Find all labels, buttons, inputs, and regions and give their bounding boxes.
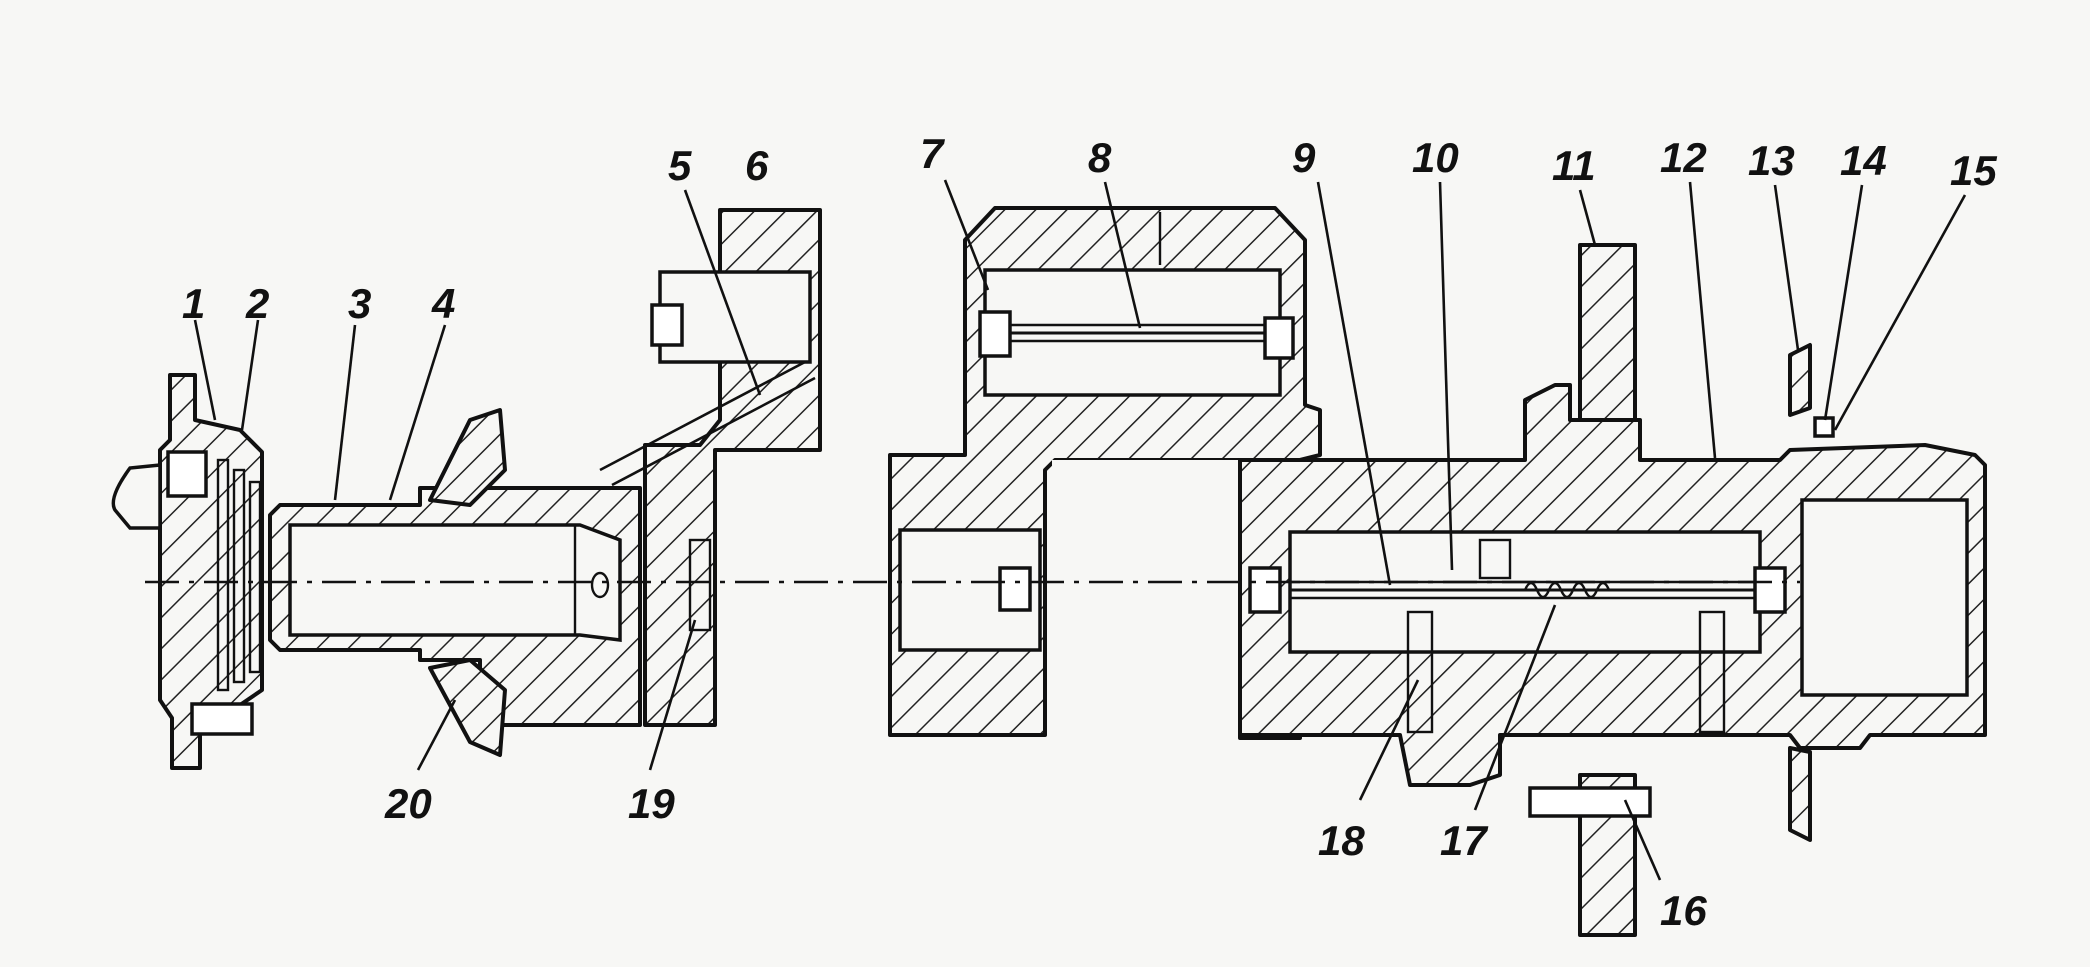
spring-coil xyxy=(1523,581,1611,599)
callout-2: 2 xyxy=(245,280,269,327)
callout-8: 8 xyxy=(1088,134,1112,181)
seal-ring-c xyxy=(248,480,262,674)
journal-plug-nut xyxy=(998,566,1032,612)
oil-hole xyxy=(590,571,610,599)
leader-15 xyxy=(1833,194,1967,431)
callout-1: 1 xyxy=(182,280,205,327)
callout-15: 15 xyxy=(1950,147,1997,194)
oblique-oil-drill-2 xyxy=(611,376,816,487)
flange-bore xyxy=(1800,498,1969,697)
thrust-washer-lower xyxy=(428,658,507,757)
crankpin-plug-nut-left xyxy=(978,310,1012,358)
callout-3: 3 xyxy=(348,280,371,327)
valve-seat xyxy=(1478,538,1512,580)
leader-13 xyxy=(1773,184,1800,351)
flange-plate xyxy=(1788,343,1812,417)
plug-bolt-left xyxy=(650,303,684,347)
callout-20: 20 xyxy=(384,780,432,827)
callout-18: 18 xyxy=(1318,817,1365,864)
callout-11: 11 xyxy=(1552,142,1596,189)
oblique-oil-drill xyxy=(599,360,806,472)
leader-17 xyxy=(1473,604,1557,811)
rear-plug-nut-left xyxy=(1248,566,1282,614)
leader-19 xyxy=(648,619,697,771)
radial-drill-18 xyxy=(1406,610,1434,734)
leader-4 xyxy=(388,324,447,501)
throw-gap xyxy=(1052,460,1238,480)
rear-plug-nut-right xyxy=(1753,566,1787,614)
leader-5 xyxy=(683,189,762,396)
gear-bolt xyxy=(1528,786,1652,818)
pulley-bolt-bottom xyxy=(190,702,254,736)
seal-ring-b xyxy=(232,468,246,684)
front-end-assembly xyxy=(111,208,822,770)
callout-9: 9 xyxy=(1292,134,1316,181)
radial-drill-right xyxy=(1698,610,1726,734)
leader-14 xyxy=(1823,184,1864,421)
callout-14: 14 xyxy=(1840,137,1887,184)
rear-end-assembly xyxy=(1238,243,1987,937)
leader-20 xyxy=(416,699,457,771)
leader-2 xyxy=(240,319,260,431)
callout-16: 16 xyxy=(1660,887,1707,934)
leader-18 xyxy=(1358,679,1420,801)
callout-10: 10 xyxy=(1412,134,1459,181)
web-plug-19 xyxy=(688,538,712,632)
leader-8 xyxy=(1103,181,1142,329)
callout-6: 6 xyxy=(745,142,769,189)
seal-ring-a xyxy=(216,458,230,692)
pulley-bolt-top xyxy=(166,450,208,498)
leader-3 xyxy=(333,324,357,501)
web-oil-channel xyxy=(658,270,812,364)
leader-12 xyxy=(1688,181,1717,459)
leader-10 xyxy=(1438,181,1454,571)
flange-bolt-14 xyxy=(1813,416,1835,438)
crank-throw xyxy=(888,206,1322,740)
callout-5: 5 xyxy=(668,142,692,189)
callout-13: 13 xyxy=(1748,137,1795,184)
callout-labels: 1 2 3 4 5 6 7 8 9 10 11 12 13 14 15 16 1… xyxy=(182,130,1997,934)
leader-9 xyxy=(1316,181,1392,586)
crankpin-plug-nut-right xyxy=(1263,316,1295,360)
leader-7 xyxy=(943,179,990,291)
crank-nose-cap xyxy=(111,463,162,530)
leader-11 xyxy=(1578,189,1597,246)
leader-1 xyxy=(193,319,217,421)
callout-19: 19 xyxy=(628,780,675,827)
callout-17: 17 xyxy=(1440,817,1488,864)
callout-4: 4 xyxy=(431,280,455,327)
flange-plate-lower xyxy=(1788,746,1812,842)
timing-gear-top xyxy=(1578,243,1637,422)
rear-journal-bore xyxy=(1288,530,1762,654)
callout-12: 12 xyxy=(1660,134,1707,181)
callout-7: 7 xyxy=(920,130,945,177)
leader-16 xyxy=(1623,799,1662,881)
thrust-washer xyxy=(428,408,507,507)
